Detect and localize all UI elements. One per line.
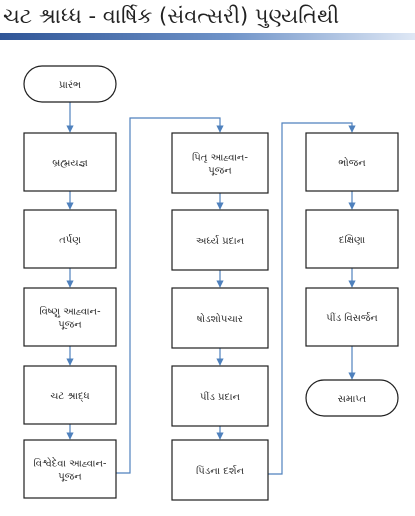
process-box: [171, 365, 269, 427]
process-box: [305, 287, 399, 347]
flow-node-label: પીંડ પ્રદાન: [200, 390, 241, 403]
flow-node-c1n4: ચટ શ્રાદ્ધ: [23, 365, 117, 425]
process-box: [23, 439, 117, 499]
flow-node-c2n3: ષોડશોપચાર: [171, 287, 269, 349]
flow-node-label: પૂજન: [58, 320, 82, 331]
page-title: ચટ શ્રાધ્ધ - વાર્ષિક (સંવત્સરી) પુણ્યતિથ…: [3, 4, 340, 28]
flow-node-c1n1: બ્રહ્મયજ્ઞ: [23, 132, 117, 192]
flow-node-label: પિતૃ આહ્વાન-: [192, 152, 248, 164]
flow-node-c1n3: વિષ્ણુ આહ્વાન- પૂજન: [23, 287, 117, 347]
process-box: [171, 439, 269, 501]
flow-node-label: પૂજન: [58, 472, 82, 483]
flow-node-label: ચટ શ્રાદ્ધ: [50, 391, 89, 402]
process-box: [305, 209, 399, 269]
flow-node-c2n1: પિતૃ આહ્વાન- પૂજન: [171, 132, 269, 194]
flow-node-label: પીંડ વિસર્જન: [326, 311, 378, 324]
process-box: [171, 132, 269, 194]
flow-node-label: ષોડશોપચાર: [197, 312, 243, 325]
process-box: [23, 287, 117, 347]
flow-node-c3n2: દક્ષિણા: [305, 209, 399, 269]
flow-node-label: વિષ્ણુ આહ્વાન-: [39, 306, 101, 318]
flow-node-label: પિંડના દર્શન: [196, 465, 245, 478]
flow-node-c1n2: તર્પણ: [23, 209, 117, 269]
flow-node-label: પ્રારંભ: [59, 79, 81, 91]
flow-node-label: પૂજન: [208, 166, 232, 177]
flowchart-nodes: પ્રારંભ બ્રહ્મયજ્ઞ તર્પણ વિષ્ણુ આહ્વાન- પૂજન…: [23, 65, 399, 501]
flow-node-label: બ્રહ્મયજ્ઞ: [52, 158, 88, 169]
flow-node-c3n1: ભોજન: [305, 132, 399, 192]
flow-node-c2n4: પીંડ પ્રદાન: [171, 365, 269, 427]
title-underline-bar: [0, 33, 415, 40]
flow-node-c2n5: પિંડના દર્શન: [171, 439, 269, 501]
flow-node-label: દક્ષિણા: [339, 234, 366, 246]
flow-node-end: સમાપ્ત: [305, 379, 399, 417]
flow-node-c1n5: વિશ્વેદેવા આહ્વાન- પૂજન: [23, 439, 117, 499]
process-box: [23, 209, 117, 269]
flow-node-label: ભોજન: [338, 156, 366, 169]
process-box: [23, 365, 117, 425]
flow-node-label: વિશ્વેદેવા આહ્વાન-: [33, 456, 106, 470]
process-box: [305, 132, 399, 192]
terminator-shape: [305, 379, 399, 417]
flow-node-label: સમાપ્ત: [338, 394, 367, 405]
flow-node-start: પ્રારંભ: [23, 65, 117, 103]
connector-arrow: [116, 117, 224, 474]
process-box: [171, 287, 269, 349]
flow-node-c3n3: પીંડ વિસર્જન: [305, 287, 399, 347]
flow-node-label: અર્ઘ્ય પ્રદાન: [196, 235, 245, 247]
flow-node-label: તર્પણ: [59, 234, 81, 246]
process-box: [23, 132, 117, 192]
flowchart-connectors: [66, 102, 356, 475]
process-box: [171, 209, 269, 271]
flow-node-c2n2: અર્ઘ્ય પ્રદાન: [171, 209, 269, 271]
connector-arrow: [268, 122, 356, 475]
terminator-shape: [23, 65, 117, 103]
